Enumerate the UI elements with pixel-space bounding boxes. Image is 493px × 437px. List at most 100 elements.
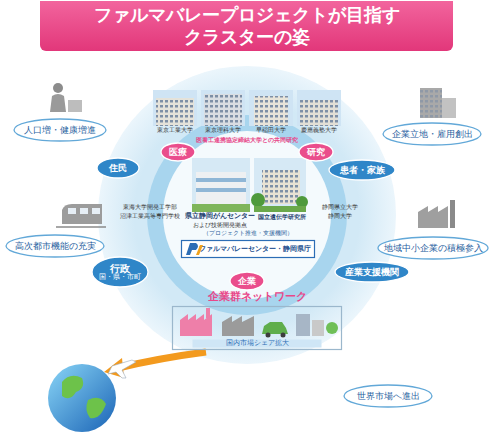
- center-box: （プロジェクト推進・支援機関）ファルマバレーセンター・静岡県庁: [181, 240, 315, 258]
- office-icon: [420, 88, 456, 118]
- center-logo: [186, 243, 203, 255]
- oval-shape: [92, 257, 148, 287]
- globe-land: [62, 376, 83, 399]
- sector-oval: 研究: [298, 142, 334, 162]
- photo-lawn: [192, 204, 250, 212]
- goal-oval: 地域中小企業の積極参入: [377, 236, 489, 260]
- icon-wheel: [266, 333, 271, 338]
- caption-label: 東海大学開発工学部: [123, 204, 177, 211]
- photo-sky: [201, 90, 245, 126]
- market-band: 国内市場シェア拡大: [192, 339, 322, 348]
- caption-label: 国立遺伝学研究所: [258, 214, 306, 220]
- caption-label: 東京工業大学: [157, 127, 193, 133]
- person-icon: [50, 83, 82, 112]
- sector-oval: 企業: [229, 271, 265, 291]
- title-banner: ファルマバレープロジェクトが目指す クラスターの姿: [40, 1, 453, 51]
- photo-glass: [196, 188, 246, 192]
- icon-train: [62, 204, 102, 224]
- goal-oval: 高次都市機能の充実: [5, 234, 105, 258]
- caption-label: 静岡県立大学: [322, 204, 358, 211]
- photo-building: [196, 172, 246, 204]
- actor-oval: 住民: [96, 157, 140, 179]
- node-text: 国内市場シェア拡大: [226, 340, 289, 347]
- photo-building: [156, 98, 194, 126]
- box-shape: [193, 340, 322, 348]
- node-text: （プロジェクト推進・支援機関）: [203, 230, 293, 237]
- oval-shape: [329, 160, 395, 180]
- icon-rail: [56, 226, 106, 228]
- oval-shape: [378, 237, 488, 259]
- sector-oval: 医療: [160, 142, 196, 162]
- icon-chimney: [206, 308, 210, 318]
- node-text: 医療: [169, 147, 187, 157]
- logo-mark: [196, 245, 203, 255]
- building-photo: [297, 90, 341, 126]
- globe-land: [86, 398, 106, 418]
- oval-shape: [383, 123, 481, 145]
- box-shape: [182, 241, 315, 258]
- oval-shape: [344, 385, 432, 407]
- oval-shape: [230, 272, 264, 290]
- airplane-icon: [108, 360, 136, 378]
- icon-building: [442, 98, 456, 118]
- node-text: 世界市場へ進出: [357, 391, 420, 401]
- icon-chimney: [450, 200, 455, 228]
- photo-sky: [153, 90, 197, 126]
- icon-building: [296, 314, 310, 336]
- box-shape: [173, 307, 342, 350]
- photo-building: [254, 96, 288, 126]
- network-icons: [180, 308, 338, 338]
- node-text: 住民: [109, 163, 127, 173]
- oval-shape: [6, 235, 104, 257]
- global-arrow: [104, 352, 206, 378]
- icon-window: [80, 208, 88, 214]
- goal-oval: 企業立地・雇用創出: [382, 122, 482, 146]
- oval-shape: [299, 143, 333, 161]
- icon-factory: [222, 316, 254, 336]
- goal-oval: 世界市場へ進出: [343, 384, 433, 408]
- node-text: 企業: [238, 276, 256, 286]
- factory-icon: [418, 200, 455, 228]
- icon-wheel: [281, 333, 286, 338]
- goal-oval: 人口増・健康増進: [13, 118, 107, 142]
- photo-windows: [300, 100, 338, 126]
- institute-photo: [251, 158, 308, 212]
- actor-oval: 行政国・県・市町: [91, 256, 149, 288]
- logo-mark: [186, 243, 198, 255]
- network-box: 企業群ネットワーク国内市場シェア拡大: [172, 306, 342, 350]
- oval-shape: [14, 119, 106, 141]
- hospital-photo: [192, 158, 250, 212]
- oval-shape: [97, 158, 139, 178]
- oval-shape: [335, 262, 409, 282]
- icon-building: [420, 88, 442, 118]
- caption-label: 東京理科大学: [205, 127, 241, 133]
- node-text: 地域中小企業の積極参入: [384, 243, 483, 253]
- photo-sky: [192, 158, 250, 212]
- node-text: 患者・家族: [340, 165, 385, 175]
- caption-label: 医看工連携協定締結大学との共同研究: [196, 137, 298, 144]
- photo-building: [300, 100, 338, 126]
- icon-factory: [418, 206, 448, 228]
- icon-car: [262, 322, 288, 334]
- train-icon: [56, 204, 106, 227]
- photo-windows: [262, 170, 300, 204]
- globe-icon: [48, 360, 136, 432]
- node-text: 人口増・健康増進: [24, 125, 96, 135]
- photo-lawn: [254, 206, 306, 212]
- caption-label: 静岡大学: [328, 213, 352, 220]
- icon-windows: [420, 88, 442, 118]
- photo-windows: [254, 96, 288, 126]
- photo-building: [204, 94, 242, 126]
- actor-oval: 患者・家族: [328, 159, 396, 181]
- node-subtext: 国・県・市町: [99, 274, 141, 281]
- photo-windows: [204, 94, 242, 126]
- icon-head: [53, 83, 63, 93]
- photo-building: [262, 170, 300, 204]
- photo-windows: [156, 98, 194, 126]
- icon-window: [68, 208, 76, 214]
- node-text: 行政: [110, 263, 130, 275]
- node-text: 企業群ネットワーク: [208, 291, 307, 304]
- icon-desk: [68, 100, 82, 112]
